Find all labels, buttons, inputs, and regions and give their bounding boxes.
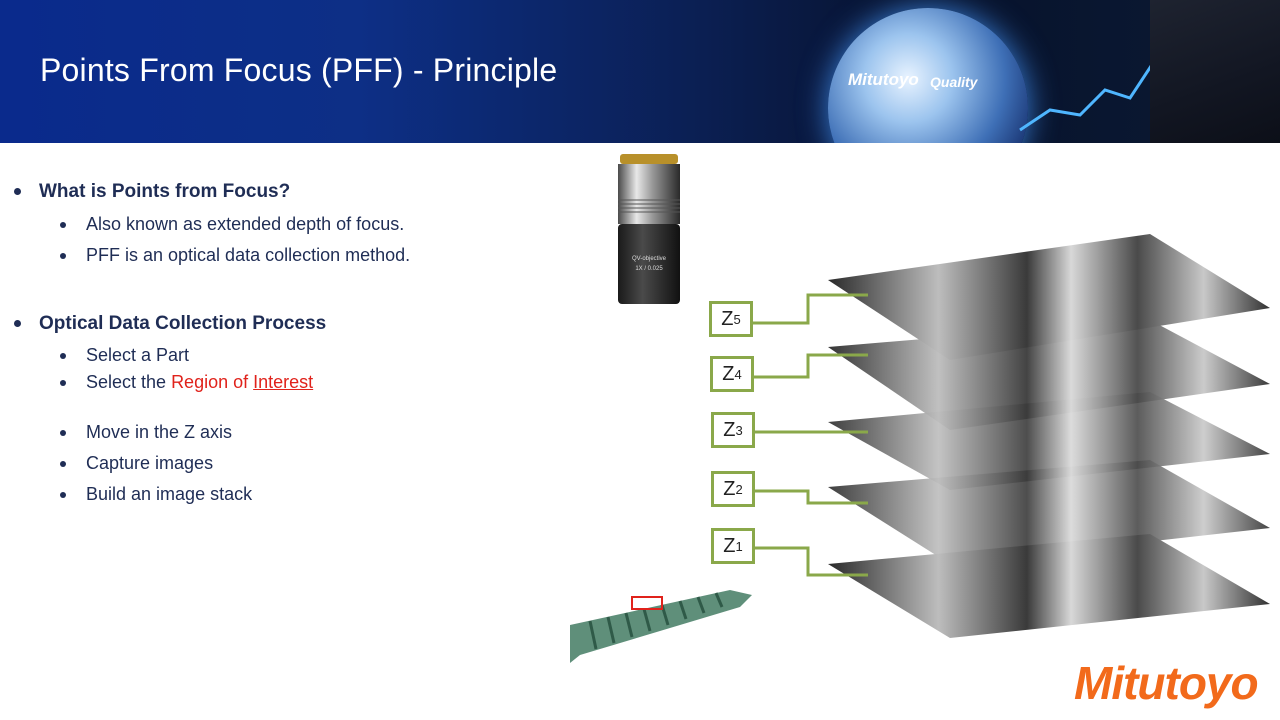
list-item: Move in the Z axis <box>60 422 232 443</box>
lens-spec: 1X / 0.025 <box>635 266 663 272</box>
hand-graphic <box>1150 0 1280 143</box>
highlight-region: Region of <box>171 372 249 392</box>
stack-layer-z1 <box>828 534 1270 638</box>
screw-part-image <box>570 590 752 663</box>
section-heading: What is Points from Focus? <box>14 181 290 203</box>
bullet-icon <box>60 430 66 437</box>
globe-quality-text: Quality <box>930 74 978 90</box>
list-item: Select a Part <box>60 345 189 366</box>
page-title: Points From Focus (PFF) - Principle <box>40 52 558 88</box>
bullet-icon <box>60 353 66 360</box>
list-item: Capture images <box>60 453 213 474</box>
highlight-interest: Interest <box>253 372 314 392</box>
region-of-interest-box <box>631 596 663 610</box>
stack-layer-z4 <box>828 320 1270 430</box>
stack-layer-z5 <box>828 234 1270 360</box>
section-heading: Optical Data Collection Process <box>14 313 326 335</box>
list-item: PFF is an optical data collection method… <box>60 245 410 266</box>
header-banner: Points From Focus (PFF) - Principle Mitu… <box>0 0 1280 143</box>
lens-label: QV-objective <box>632 256 667 262</box>
bullet-icon <box>60 461 66 468</box>
bullet-icon <box>60 253 66 260</box>
bullet-icon <box>60 492 66 499</box>
bullet-icon <box>60 222 66 229</box>
bullet-icon <box>60 380 66 387</box>
globe-brand-text: Mitutoyo <box>848 70 919 89</box>
z-connector-lines <box>752 293 868 577</box>
list-item: Select the Region of Interest <box>60 372 313 393</box>
list-item: Build an image stack <box>60 484 252 505</box>
stack-layer-z2 <box>828 460 1270 564</box>
mitutoyo-logo: Mitutoyo <box>1074 657 1259 709</box>
bullet-icon <box>14 320 21 328</box>
image-stack-graphic <box>828 234 1270 638</box>
content-text-area: What is Points from Focus? Also known as… <box>0 143 570 720</box>
bullet-icon <box>14 188 21 196</box>
list-item: Also known as extended depth of focus. <box>60 214 404 235</box>
objective-lens-image: QV-objective 1X / 0.025 <box>618 154 680 304</box>
